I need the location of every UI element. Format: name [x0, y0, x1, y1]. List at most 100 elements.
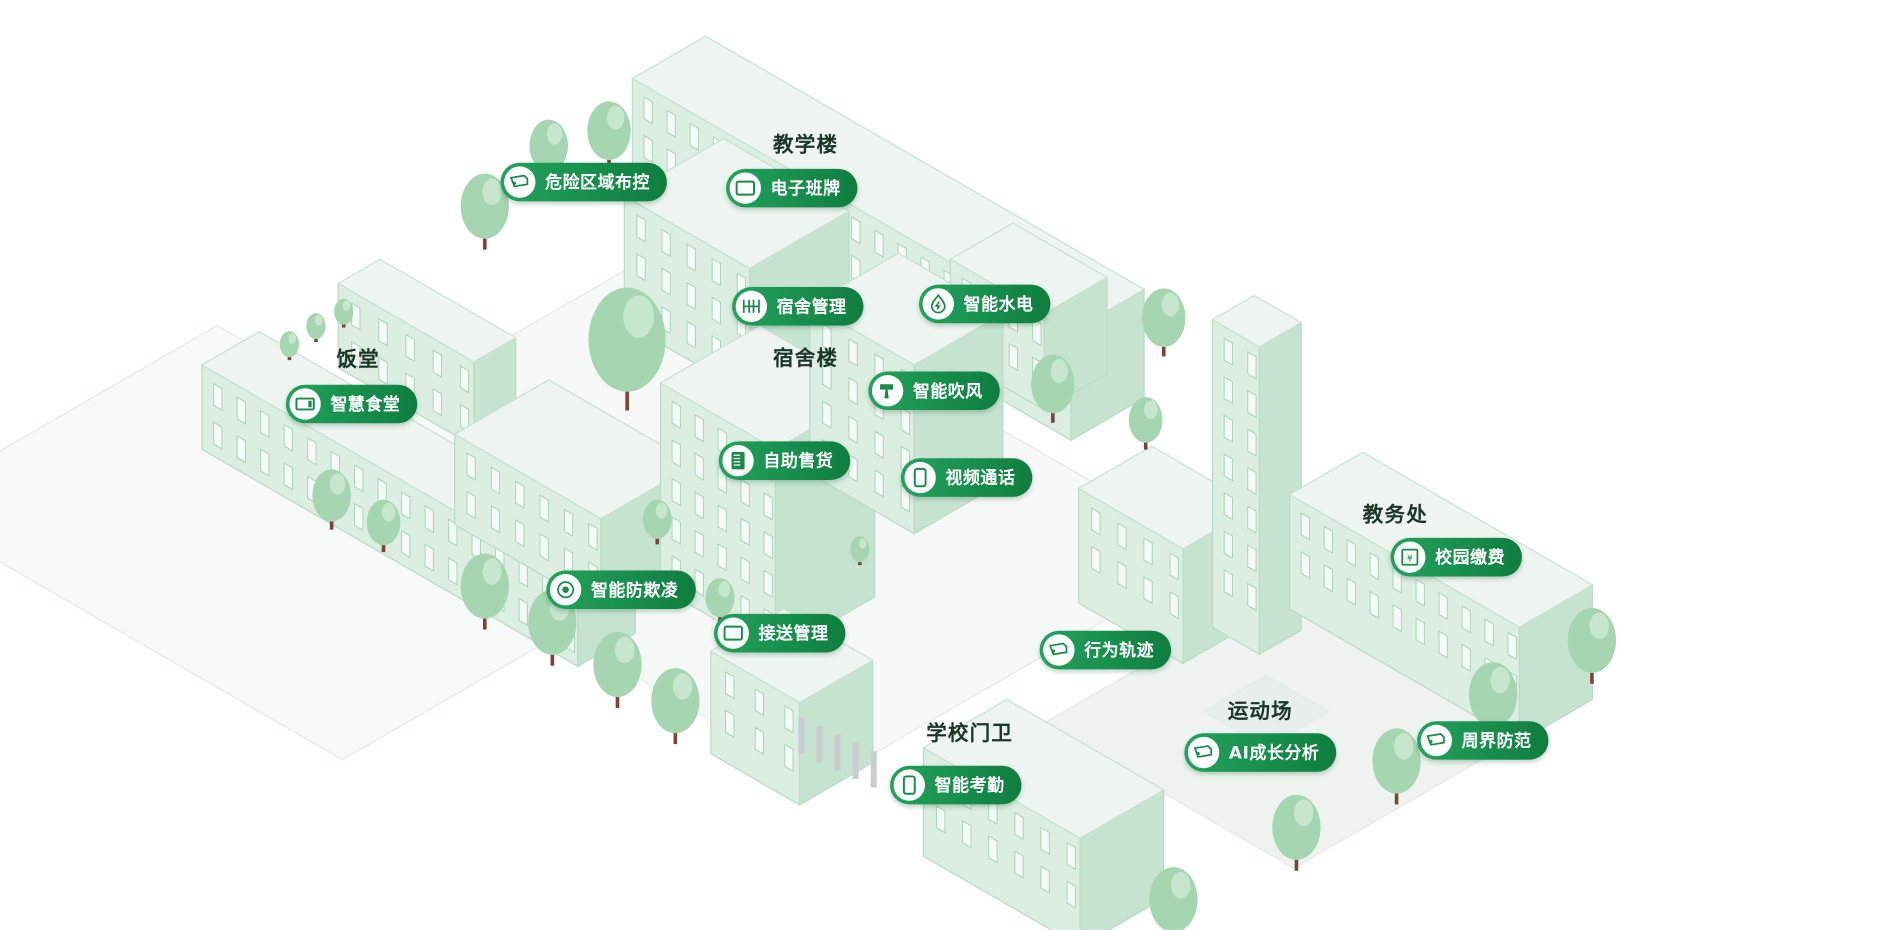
window: [874, 469, 884, 498]
window: [643, 134, 653, 164]
window: [851, 216, 861, 245]
tree-trunk: [381, 540, 386, 553]
window: [1169, 591, 1179, 620]
feature-pill-2[interactable]: 宿舍管理: [732, 287, 864, 326]
feature-label: 接送管理: [758, 624, 829, 645]
window: [686, 243, 696, 272]
window: [988, 835, 998, 864]
window: [405, 333, 415, 363]
window: [661, 267, 671, 296]
window: [1223, 530, 1234, 559]
window: [1300, 550, 1310, 580]
window: [1323, 564, 1333, 593]
window: [1484, 618, 1494, 647]
turnstile: [834, 734, 841, 771]
tower-roof: [1211, 294, 1303, 348]
window: [1032, 318, 1042, 347]
tree-highlight: [329, 473, 346, 495]
window: [661, 228, 671, 258]
tree-trunk: [1590, 666, 1594, 684]
window: [466, 452, 476, 481]
tree-trunk: [1161, 341, 1166, 357]
window: [401, 529, 411, 559]
window: [689, 122, 699, 152]
feature-pill-12[interactable]: AI成长分析: [1184, 733, 1337, 772]
window: [1040, 826, 1050, 856]
hair-dryer-icon: [871, 375, 904, 407]
feature-pill-10[interactable]: 接送管理: [713, 613, 846, 653]
feature-pill-5[interactable]: 智慧食堂: [285, 384, 418, 424]
tree-highlight: [1050, 359, 1069, 383]
gate-building-roof: [922, 698, 1165, 839]
window: [686, 281, 696, 311]
feature-label: 智能考勤: [934, 776, 1005, 796]
window: [1247, 582, 1257, 611]
feature-label: 宿舍管理: [776, 297, 847, 318]
window: [784, 705, 794, 734]
window: [401, 491, 411, 520]
window: [740, 556, 750, 585]
feature-pill-0[interactable]: 危险区域布控: [500, 162, 667, 202]
pos-terminal-icon: [289, 388, 321, 420]
phone-icon: [904, 461, 936, 494]
window: [740, 479, 750, 508]
turnstile: [870, 751, 877, 788]
feature-pill-3[interactable]: 智能水电: [918, 284, 1051, 324]
feature-pill-9[interactable]: 智能防欺凌: [546, 570, 696, 610]
tree-highlight: [381, 503, 396, 522]
window: [1223, 491, 1234, 521]
window: [1247, 351, 1257, 380]
feature-label: 周界防范: [1461, 732, 1532, 752]
window: [671, 477, 681, 507]
gate-icon: [735, 290, 768, 323]
window: [1461, 643, 1471, 672]
window: [1346, 577, 1356, 606]
feature-label: 智能防欺凌: [590, 581, 679, 601]
window: [711, 257, 721, 287]
tree-highlight: [288, 333, 297, 344]
tree-highlight: [623, 295, 655, 338]
window: [539, 494, 549, 523]
window: [754, 726, 765, 755]
window: [378, 356, 388, 385]
camera-icon: [1420, 724, 1453, 757]
window: [588, 522, 598, 552]
area-label-school-gate: 学校门卫: [926, 721, 1014, 746]
window: [671, 400, 681, 429]
feature-pill-13[interactable]: 周界防范: [1417, 721, 1549, 760]
window: [1415, 578, 1425, 607]
tree-highlight: [482, 178, 502, 206]
feature-label: 校园缴费: [1435, 548, 1506, 569]
feature-pill-11[interactable]: 行为轨迹: [1039, 630, 1172, 670]
feature-pill-6[interactable]: 自助售货: [718, 441, 851, 480]
window: [518, 597, 528, 627]
tree-highlight: [1490, 666, 1510, 694]
screen-icon: [729, 172, 761, 204]
feature-label: 危险区域布控: [545, 173, 651, 193]
feature-pill-8[interactable]: ¥校园缴费: [1390, 537, 1522, 577]
window: [1247, 505, 1257, 534]
window: [424, 504, 434, 534]
window: [1247, 466, 1257, 496]
window: [1008, 342, 1018, 372]
window: [717, 543, 727, 572]
feature-pill-1[interactable]: 电子班牌: [726, 168, 858, 208]
feature-label: AI成长分析: [1228, 744, 1320, 764]
feature-pill-4[interactable]: 智能吹风: [868, 371, 1000, 411]
tree-highlight: [546, 123, 563, 145]
feature-pill-7[interactable]: 视频通话: [900, 458, 1033, 497]
tree-highlight: [672, 672, 693, 700]
window: [563, 508, 574, 537]
tree-trunk: [655, 534, 660, 545]
tree-highlight: [1161, 292, 1179, 317]
tree-highlight: [1294, 799, 1314, 827]
window: [1040, 865, 1050, 894]
feature-label: 自助售货: [763, 452, 834, 472]
phone-icon: [893, 769, 926, 801]
feature-pill-14[interactable]: 智能考勤: [890, 765, 1022, 805]
window: [717, 504, 727, 533]
window: [515, 480, 525, 509]
window: [763, 531, 773, 560]
window: [432, 349, 442, 378]
